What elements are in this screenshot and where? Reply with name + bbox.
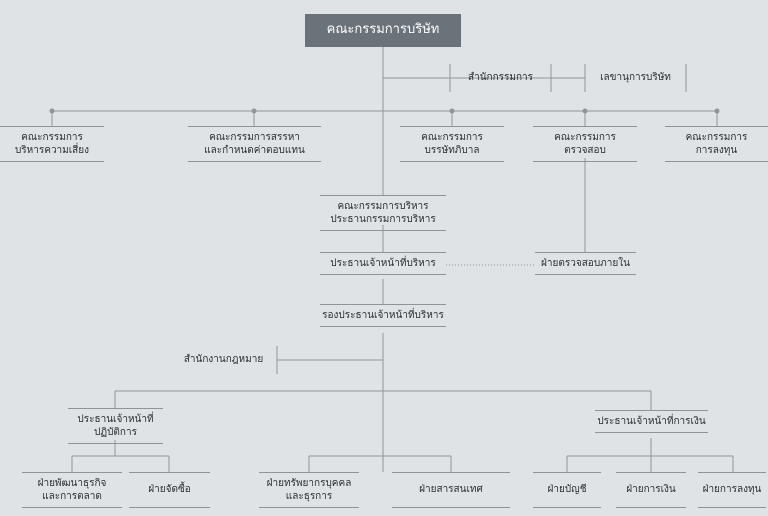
coo-box: ประธานเจ้าหน้าที่ ปฏิบัติการ [68,408,163,444]
dept-hr-line2: และธุรการ [285,491,333,502]
cfo-label: ประธานเจ้าหน้าที่การเงิน [597,416,706,427]
deputy-ceo-label: รองประธานเจ้าหน้าที่บริหาร [322,310,444,321]
dept-procurement-label: ฝ่ายจัดซื้อ [148,484,191,495]
dept-investment-label: ฝ่ายการลงทุน [702,484,762,495]
committee-risk-box: คณะกรรมการ บริหารความเสี่ยง [0,126,104,162]
committee-nomination-line1: คณะกรรมการสรรหา [209,132,300,143]
internal-audit-box: ฝ่ายตรวจสอบภายใน [535,252,636,275]
coo-line1: ประธานเจ้าหน้าที่ [77,414,154,425]
office-committee-box: สำนักกรรมการ [450,71,551,84]
dept-procurement-box: ฝ่ายจัดซื้อ [129,472,210,508]
committee-audit-line1: คณะกรรมการ [554,132,616,143]
coo-line2: ปฏิบัติการ [94,427,137,438]
committee-governance-line1: คณะกรรมการ [421,132,483,143]
committee-governance-line2: บรรษัทภิบาล [424,145,480,156]
deputy-ceo-box: รองประธานเจ้าหน้าที่บริหาร [320,304,446,327]
dept-hr-box: ฝ่ายทรัพยากรบุคคล และธุรการ [259,472,359,508]
committee-investment-line1: คณะกรรมการ [685,132,748,143]
committee-nomination-line2: และกำหนดค่าตอบแทน [204,145,305,156]
committee-audit-box: คณะกรรมการ ตรวจสอบ [533,126,637,162]
office-committee-label: สำนักกรรมการ [467,72,534,83]
executive-committee-box: คณะกรรมการบริหาร ประธานกรรมการบริหาร [320,195,446,231]
board-of-directors-box: คณะกรรมการบริษัท [305,14,461,47]
committee-audit-line2: ตรวจสอบ [564,145,606,156]
board-of-directors-label: คณะกรรมการบริษัท [326,22,440,37]
dept-accounting-box: ฝ่ายบัญชี [533,472,601,508]
node-dot-5 [714,108,720,114]
executive-committee-line2: ประธานกรรมการบริหาร [330,214,436,225]
ceo-box: ประธานเจ้าหน้าที่บริหาร [320,252,446,275]
node-dot-4 [582,108,588,114]
legal-office-label: สำนักงานกฎหมาย [183,354,264,365]
node-dot-2 [251,108,257,114]
dept-business-dev-line1: ฝ่ายพัฒนาธุรกิจ [37,478,107,489]
ceo-label: ประธานเจ้าหน้าที่บริหาร [330,258,436,269]
dept-accounting-label: ฝ่ายบัญชี [547,484,587,495]
legal-office-box: สำนักงานกฎหมาย [170,353,277,366]
committee-risk-line1: คณะกรรมการ [21,132,83,143]
committee-investment-line2: การลงทุน [695,145,738,156]
committee-nomination-box: คณะกรรมการสรรหา และกำหนดค่าตอบแทน [188,126,321,162]
dept-it-label: ฝ่ายสารสนเทศ [419,484,483,495]
dept-business-dev-line2: และการตลาด [42,491,102,502]
node-dot-1 [49,108,55,114]
dept-finance-label: ฝ่ายการเงิน [626,484,676,495]
dept-finance-box: ฝ่ายการเงิน [616,472,686,508]
internal-audit-label: ฝ่ายตรวจสอบภายใน [541,258,630,269]
committee-risk-line2: บริหารความเสี่ยง [14,145,90,156]
executive-committee-line1: คณะกรรมการบริหาร [337,201,429,212]
committee-investment-box: คณะกรรมการ การลงทุน [665,126,768,162]
dept-hr-line1: ฝ่ายทรัพยากรบุคคล [266,478,352,489]
dept-investment-box: ฝ่ายการลงทุน [698,472,766,508]
committee-governance-box: คณะกรรมการ บรรษัทภิบาล [400,126,504,162]
dept-business-dev-box: ฝ่ายพัฒนาธุรกิจ และการตลาด [22,472,122,508]
company-secretary-box: เลขานุการบริษัท [585,71,686,84]
dept-it-box: ฝ่ายสารสนเทศ [392,472,510,508]
cfo-box: ประธานเจ้าหน้าที่การเงิน [595,410,708,433]
node-dot-3 [449,108,455,114]
company-secretary-label: เลขานุการบริษัท [600,72,671,83]
